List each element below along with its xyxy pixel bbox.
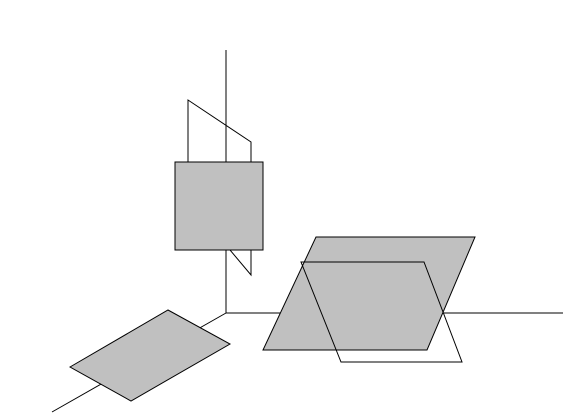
horizontal-plane-shaded-rhombus <box>68 309 232 402</box>
front-plane-outline-parallelogram <box>300 261 463 363</box>
vertical-plane-shaded-square <box>174 161 264 251</box>
front-plane-shaded-parallelogram <box>262 236 476 351</box>
